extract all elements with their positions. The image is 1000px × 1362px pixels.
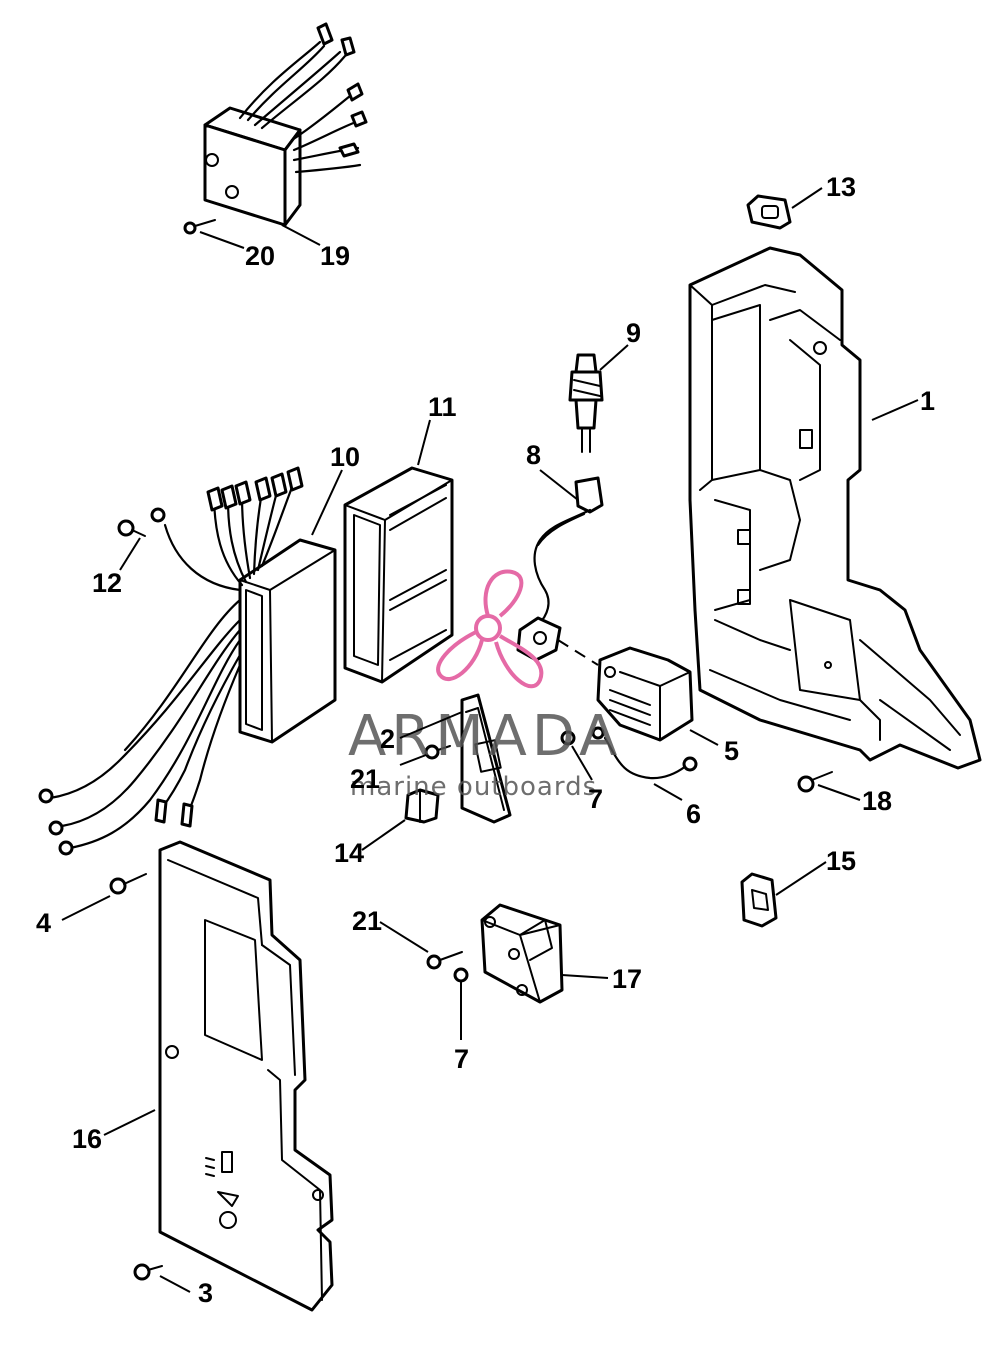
part-18-screw xyxy=(797,771,833,793)
part-13-grommet xyxy=(746,194,792,230)
part-14-clip xyxy=(404,788,440,824)
part-11-housing xyxy=(343,466,454,684)
callout-2: 2 xyxy=(380,724,395,754)
watermark-brand: ARMADA xyxy=(348,704,622,769)
part-9-spark-plug xyxy=(568,353,604,453)
part-16-cover xyxy=(158,840,334,1312)
part-3-screw xyxy=(133,1263,163,1281)
callout-4: 4 xyxy=(36,908,51,938)
callout-16: 16 xyxy=(72,1124,102,1154)
part-1-main-bracket xyxy=(688,246,982,770)
callout-8: 8 xyxy=(526,440,541,470)
callout-7-upper: 7 xyxy=(588,784,603,814)
callout-5: 5 xyxy=(724,736,739,766)
part-6-ground-wire xyxy=(591,726,698,780)
callout-21-lower: 21 xyxy=(352,906,382,936)
callout-14: 14 xyxy=(334,838,364,868)
propeller-logo-icon xyxy=(436,569,544,689)
part-7-nut-lower xyxy=(453,967,469,983)
callout-3: 3 xyxy=(198,1278,213,1308)
watermark-tagline: marine outboards xyxy=(350,772,597,802)
part-20-screw xyxy=(183,219,216,235)
part-21-screw-lower xyxy=(426,951,463,970)
part-10-cdi-module xyxy=(38,466,337,856)
callout-19: 19 xyxy=(320,241,350,271)
part-5-coil-boot xyxy=(516,616,562,662)
callout-11: 11 xyxy=(428,392,457,422)
callout-20: 20 xyxy=(245,241,275,271)
callout-18: 18 xyxy=(862,786,892,816)
callout-labels: 1 2 3 4 5 6 7 7 8 9 10 11 12 13 14 15 16… xyxy=(36,172,935,1308)
callout-9: 9 xyxy=(626,318,641,348)
part-19-regulator xyxy=(203,22,368,227)
part-17-rectifier xyxy=(480,903,564,1004)
part-7-nut-upper xyxy=(560,730,576,746)
part-5-ignition-coil xyxy=(596,646,694,742)
part-8-spark-plug-lead xyxy=(533,476,604,627)
part-4-screw xyxy=(109,873,147,895)
callout-13: 13 xyxy=(826,172,856,202)
callout-7-lower: 7 xyxy=(454,1044,469,1074)
callout-15: 15 xyxy=(826,846,856,876)
coil-alignment-dash xyxy=(557,639,599,666)
callout-12: 12 xyxy=(92,568,122,598)
part-21-screw-upper xyxy=(424,744,451,760)
part-15-grommet xyxy=(740,872,778,928)
part-2-gasket-plate xyxy=(460,693,512,824)
callout-6: 6 xyxy=(686,799,701,829)
part-12-screw xyxy=(117,519,146,537)
armada-watermark: ARMADA marine outboards xyxy=(348,569,622,802)
callout-10: 10 xyxy=(330,442,360,472)
callout-21-upper: 21 xyxy=(350,764,380,794)
callout-17: 17 xyxy=(612,964,642,994)
leader-lines xyxy=(61,187,919,1293)
callout-1: 1 xyxy=(920,386,935,416)
